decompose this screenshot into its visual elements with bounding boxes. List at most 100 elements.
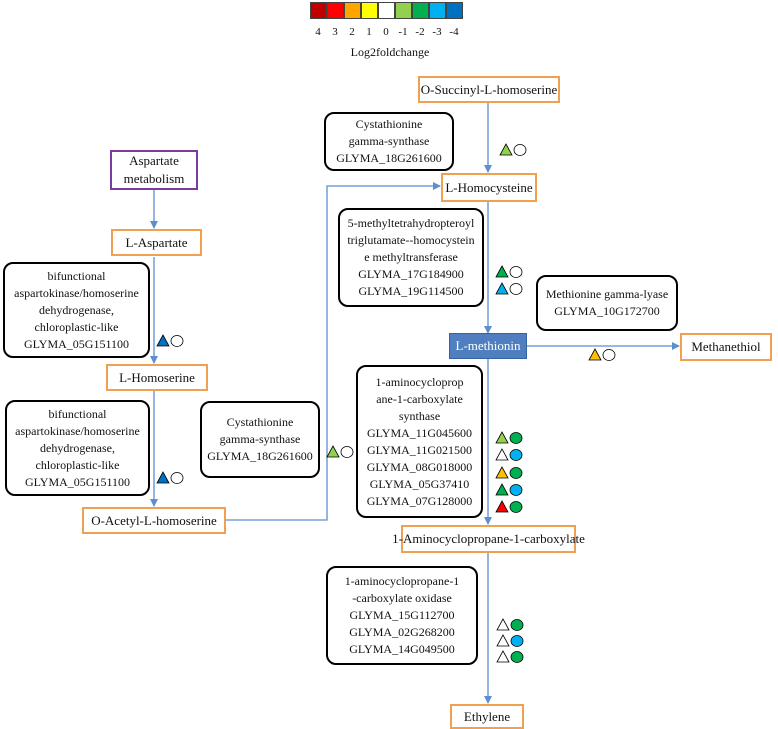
gene-id: GLYMA_11G045600 — [366, 425, 473, 440]
enzyme-cystathionine-gamma-synthase-left: Cystathionine gamma-synthase GLYMA_18G26… — [200, 401, 320, 478]
enzyme-line: chloroplastic-like — [35, 457, 120, 472]
gene-id: GLYMA_10G172700 — [554, 304, 660, 318]
enzyme-line: -carboxylate oxidase — [352, 591, 452, 605]
gene-id: GLYMA_05G151100 — [23, 336, 130, 351]
enzyme-line: Cystathionine — [226, 415, 294, 429]
l-homocysteine-box: L-Homocysteine — [441, 173, 537, 202]
gene-id: GLYMA_17G184900 — [358, 267, 464, 281]
circle-marker-acco_1 — [510, 619, 524, 631]
triangle-marker-mt_1 — [495, 265, 509, 278]
enzyme-line: ane-1-carboxylate — [376, 391, 463, 406]
enzyme-line: e methyltransferase — [364, 250, 458, 264]
legend-value: 1 — [366, 26, 372, 38]
o-acetyl-l-homoserine-box: O-Acetyl-L-homoserine — [82, 507, 226, 534]
triangle-marker-accs_3 — [495, 466, 509, 479]
legend-value: 3 — [332, 26, 338, 38]
triangle-marker-acco_3 — [496, 650, 510, 663]
triangle-marker-acco_1 — [496, 618, 510, 631]
legend-swatch — [361, 2, 378, 19]
enzyme-line: 1-aminocycloprop — [375, 374, 464, 389]
enzyme-line: gamma-synthase — [348, 134, 430, 148]
gene-id: GLYMA_19G114500 — [358, 284, 464, 298]
o-succinyl-l-homoserine-box: O-Succinyl-L-homoserine — [418, 76, 560, 103]
enzyme-cystathionine-gamma-synthase-top: Cystathionine gamma-synthase GLYMA_18G26… — [324, 112, 454, 171]
triangle-marker-mgl — [588, 348, 602, 361]
gene-id: GLYMA_05G37410 — [369, 476, 470, 491]
enzyme-line: triglutamate--homocystein — [347, 233, 475, 247]
triangle-marker-cgs_top — [499, 143, 513, 156]
circle-marker-acco_3 — [510, 651, 524, 663]
triangle-marker-accs_2 — [495, 448, 509, 461]
gene-id: GLYMA_08G018000 — [366, 459, 473, 474]
enzyme-aspartokinase-2: bifunctional aspartokinase/homoserine de… — [5, 400, 150, 496]
triangle-marker-mt_2 — [495, 282, 509, 295]
aspartate-metabolism-box: Aspartate metabolism — [110, 150, 198, 190]
enzyme-line: chloroplastic-like — [34, 319, 119, 334]
l-homoserine-box: L-Homoserine — [106, 364, 208, 391]
legend-value: 2 — [349, 26, 355, 38]
enzyme-line: 1-aminocyclopropane-1 — [344, 574, 460, 588]
gene-id: GLYMA_14G049500 — [349, 642, 455, 656]
l-methionin-box: L-methionin — [449, 333, 527, 359]
circle-marker-aspk2 — [170, 472, 184, 484]
gene-id: GLYMA_15G112700 — [349, 608, 455, 622]
gene-id: GLYMA_18G261600 — [336, 151, 442, 165]
legend-value: 4 — [315, 26, 321, 38]
enzyme-line: bifunctional — [47, 268, 106, 283]
ethylene-box: Ethylene — [450, 704, 524, 729]
enzyme-line: aspartokinase/homoserine — [15, 423, 140, 438]
legend-swatch — [344, 2, 361, 19]
enzyme-line: bifunctional — [48, 406, 107, 421]
circle-marker-accs_2 — [509, 449, 523, 461]
legend-value: 0 — [383, 26, 389, 38]
enzyme-line: dehydrogenase, — [40, 440, 115, 455]
triangle-marker-cgs_left — [326, 445, 340, 458]
gene-id: GLYMA_05G151100 — [24, 474, 131, 489]
circle-marker-mt_2 — [509, 283, 523, 295]
legend-swatch — [310, 2, 327, 19]
legend-value: -2 — [415, 26, 425, 38]
enzyme-line: synthase — [398, 408, 441, 423]
gene-id: GLYMA_11G021500 — [366, 442, 473, 457]
triangle-marker-accs_1 — [495, 431, 509, 444]
acc-box: 1-Aminocyclopropane-1-carboxylate — [392, 525, 585, 553]
legend-swatch — [446, 2, 463, 19]
legend-swatch — [378, 2, 395, 19]
circle-marker-cgs_left — [340, 446, 354, 458]
legend-title: Log2foldchange — [350, 45, 430, 59]
enzyme-line: dehydrogenase, — [39, 302, 114, 317]
aspartate-metabolism-line-2: metabolism — [123, 171, 185, 186]
triangle-marker-acco_2 — [496, 634, 510, 647]
enzyme-methionine-gamma-lyase: Methionine gamma-lyase GLYMA_10G172700 — [536, 275, 678, 331]
circle-marker-acco_2 — [510, 635, 524, 647]
gene-id: GLYMA_18G261600 — [207, 449, 313, 463]
enzyme-acc-oxidase: 1-aminocyclopropane-1 -carboxylate oxida… — [326, 566, 478, 665]
aspartate-metabolism-line-1: Aspartate — [129, 153, 179, 168]
gene-id: GLYMA_07G128000 — [366, 493, 473, 508]
circle-marker-accs_1 — [509, 432, 523, 444]
enzyme-line: aspartokinase/homoserine — [14, 285, 139, 300]
legend-value: -4 — [449, 26, 459, 38]
methanethiol-box: Methanethiol — [680, 333, 772, 361]
circle-marker-cgs_top — [513, 144, 527, 156]
triangle-marker-aspk2 — [156, 471, 170, 484]
enzyme-line: Methionine gamma-lyase — [545, 287, 669, 301]
circle-marker-accs_3 — [509, 467, 523, 479]
legend-swatch — [429, 2, 446, 19]
enzyme-acc-synthase: 1-aminocycloprop ane-1-carboxylate synth… — [356, 365, 483, 518]
triangle-marker-aspk1 — [156, 334, 170, 347]
legend-value: -3 — [432, 26, 442, 38]
triangle-marker-accs_5 — [495, 500, 509, 513]
enzyme-line: 5-methyltetrahydropteroyl — [347, 216, 475, 230]
legend-swatch — [412, 2, 429, 19]
triangle-marker-accs_4 — [495, 483, 509, 496]
l-aspartate-box: L-Aspartate — [111, 229, 202, 256]
enzyme-aspartokinase-1: bifunctional aspartokinase/homoserine de… — [3, 262, 150, 358]
circle-marker-accs_5 — [509, 501, 523, 513]
circle-marker-aspk1 — [170, 335, 184, 347]
enzyme-line: Cystathionine — [355, 117, 423, 131]
legend-value: -1 — [398, 26, 408, 38]
legend-swatch — [327, 2, 344, 19]
gene-id: GLYMA_02G268200 — [349, 625, 455, 639]
